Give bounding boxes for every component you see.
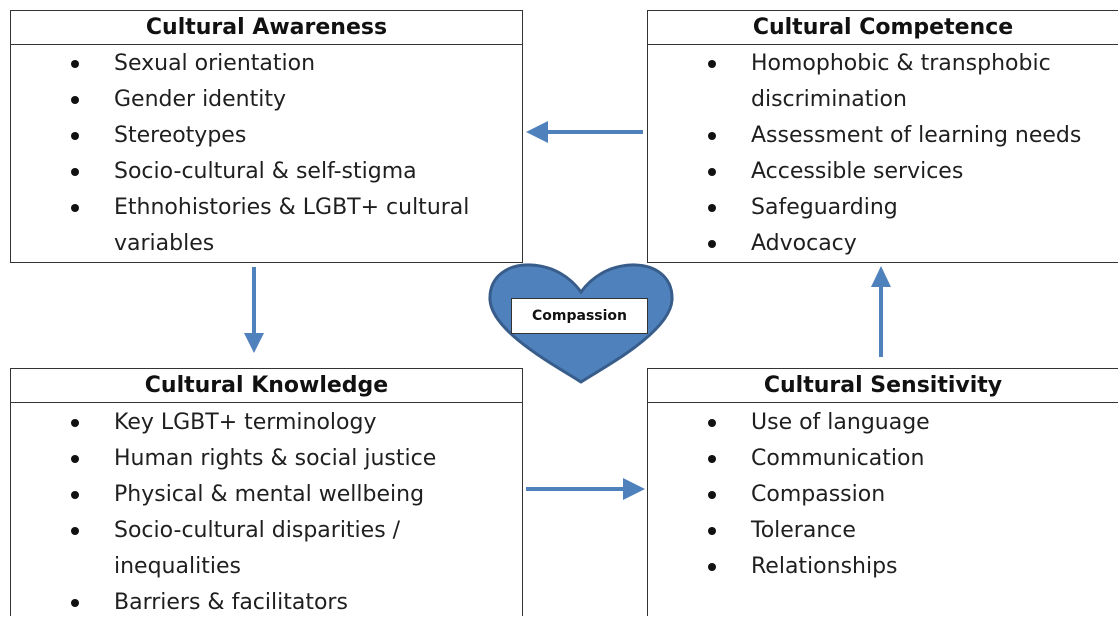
- list-item-continuation: variables: [114, 231, 215, 256]
- compassion-label: Compassion: [511, 298, 648, 334]
- list-item: Safeguarding: [648, 190, 1118, 226]
- list-item: Advocacy: [648, 226, 1118, 262]
- cultural-sensitivity-title: Cultural Sensitivity: [648, 369, 1118, 403]
- cultural-knowledge-title: Cultural Knowledge: [11, 369, 522, 403]
- list-item: Ethnohistories & LGBT+ cultural: [11, 190, 522, 226]
- cultural-awareness-title: Cultural Awareness: [11, 11, 522, 45]
- arrow-knowledge-to-sensitivity: [526, 478, 645, 500]
- list-item: Compassion: [648, 477, 1118, 513]
- cultural-sensitivity-list: Use of language Communication Compassion…: [648, 405, 1118, 585]
- cultural-knowledge-list: Key LGBT+ terminology Human rights & soc…: [11, 405, 522, 621]
- cultural-knowledge-box: Cultural Knowledge Key LGBT+ terminology…: [10, 368, 523, 616]
- cultural-competence-list: Homophobic & transphobic discrimination …: [648, 46, 1118, 262]
- list-item-continuation: inequalities: [114, 554, 241, 579]
- list-item: Barriers & facilitators: [11, 585, 522, 621]
- cultural-competence-title: Cultural Competence: [648, 11, 1118, 45]
- cultural-sensitivity-box: Cultural Sensitivity Use of language Com…: [647, 368, 1118, 616]
- cultural-awareness-list: Sexual orientation Gender identity Stere…: [11, 46, 522, 262]
- list-item: Accessible services: [648, 154, 1118, 190]
- list-item: Human rights & social justice: [11, 441, 522, 477]
- list-item: Assessment of learning needs: [648, 118, 1118, 154]
- list-item: Stereotypes: [11, 118, 522, 154]
- list-item: Gender identity: [11, 82, 522, 118]
- list-item: Homophobic & transphobic: [648, 46, 1118, 82]
- list-item: Socio-cultural & self-stigma: [11, 154, 522, 190]
- list-item: Socio-cultural disparities /: [11, 513, 522, 549]
- arrow-competence-to-awareness: [526, 121, 643, 143]
- arrow-awareness-to-knowledge: [244, 267, 264, 353]
- list-item: Key LGBT+ terminology: [11, 405, 522, 441]
- list-item: Use of language: [648, 405, 1118, 441]
- cultural-competence-box: Cultural Competence Homophobic & transph…: [647, 10, 1118, 263]
- cultural-awareness-box: Cultural Awareness Sexual orientation Ge…: [10, 10, 523, 263]
- list-item: Communication: [648, 441, 1118, 477]
- list-item: Physical & mental wellbeing: [11, 477, 522, 513]
- list-item: Sexual orientation: [11, 46, 522, 82]
- arrow-sensitivity-to-competence: [871, 266, 891, 357]
- list-item: Relationships: [648, 549, 1118, 585]
- list-item: Tolerance: [648, 513, 1118, 549]
- list-item-continuation: discrimination: [751, 87, 907, 112]
